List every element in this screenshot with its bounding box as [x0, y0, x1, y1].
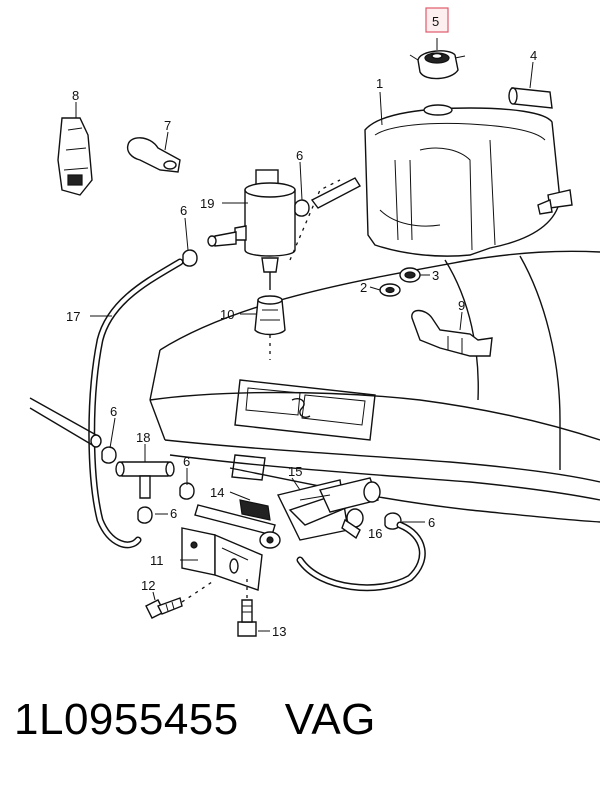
- callout-4: 4: [530, 48, 537, 63]
- callout-16: 16: [368, 526, 382, 541]
- callout-15: 15: [288, 464, 302, 479]
- brand-label: VAG: [284, 695, 376, 744]
- connector-part16: [341, 508, 364, 540]
- part-number: 1L0955455: [14, 695, 239, 744]
- leader-lines: [75, 38, 534, 632]
- callout-13: 13: [272, 624, 286, 639]
- mounting-bracket-part11: [181, 527, 263, 591]
- washer-part2: [379, 283, 401, 297]
- callout-11: 11: [150, 553, 164, 568]
- callout-7: 7: [164, 118, 171, 133]
- grommet-part10: [254, 295, 286, 336]
- washer-pump-part19: [207, 169, 296, 290]
- washer-part3: [399, 267, 421, 283]
- callout-6-c: 6: [110, 404, 117, 419]
- callout-6-a: 6: [296, 148, 303, 163]
- callout-9: 9: [458, 298, 465, 313]
- hose-part17: [88, 258, 184, 549]
- hose-clamp-6c: [101, 446, 117, 464]
- callout-8: 8: [72, 88, 79, 103]
- callout-3: 3: [432, 268, 439, 283]
- rubber-mount-part5: [409, 50, 466, 80]
- hose-clamp-6a: [182, 249, 198, 267]
- clamp-part7: [126, 137, 181, 173]
- bolt-part13: [237, 599, 257, 637]
- callout-5-highlight: [425, 7, 449, 33]
- callout-6-b: 6: [180, 203, 187, 218]
- washer-reservoir: [364, 104, 573, 257]
- callout-5: 5: [432, 14, 439, 29]
- callout-12: 12: [141, 578, 155, 593]
- bracket-part9: [411, 309, 493, 357]
- car-body-outline: [149, 250, 600, 523]
- callout-labels: 1 5 4 8 7 6 19 6 17 10 2 3 9 6 18 6 15 1…: [66, 14, 537, 639]
- hose-upper-left: [29, 397, 102, 448]
- callout-14: 14: [210, 485, 224, 500]
- callout-18: 18: [136, 430, 150, 445]
- callout-6-d: 6: [183, 454, 190, 469]
- callout-6-f: 6: [428, 515, 435, 530]
- t-connector-part18: [115, 461, 175, 499]
- callout-19: 19: [200, 196, 214, 211]
- bolt-part12: [145, 597, 183, 619]
- callout-2: 2: [360, 280, 367, 295]
- hose-pump-reservoir: [310, 177, 361, 209]
- callout-1: 1: [376, 76, 383, 91]
- clip-part4: [508, 87, 553, 109]
- hose-clamp-6b: [294, 199, 310, 217]
- callout-10: 10: [220, 307, 234, 322]
- hose-sleeve-part14: [194, 499, 276, 536]
- washer-system-diagram: 1 5 4 8 7 6 19 6 17 10 2 3 9 6 18 6 15 1…: [29, 7, 600, 639]
- callout-17: 17: [66, 309, 80, 324]
- washer-nozzle-part15: [259, 477, 381, 549]
- callout-6-e: 6: [170, 506, 177, 521]
- hose-clamp-6d: [179, 482, 195, 500]
- hose-lower-loop: [296, 521, 426, 592]
- bracket-part8: [57, 117, 93, 196]
- hose-clamp-6e: [137, 506, 153, 524]
- part-number-footer: 1L0955455 VAG: [14, 690, 376, 750]
